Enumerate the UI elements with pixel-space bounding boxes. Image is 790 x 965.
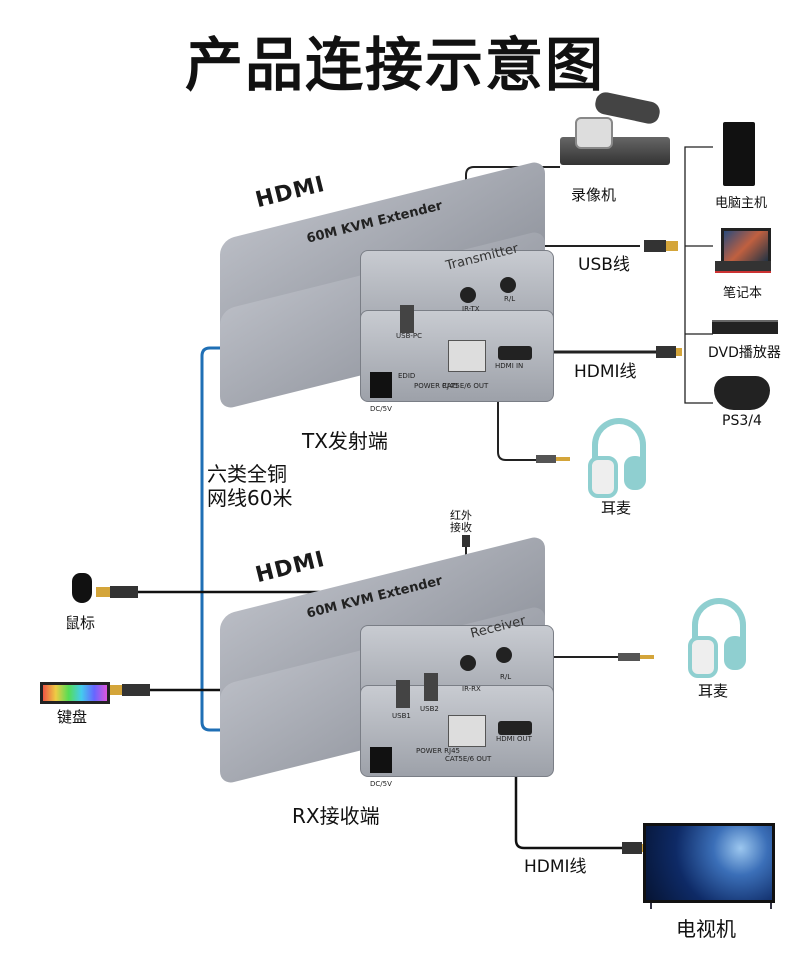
headphone-icon: [586, 418, 652, 498]
power-port: [370, 747, 392, 773]
port-label: HDMI IN: [495, 362, 524, 370]
rx-hdmi-cable-label: HDMI线: [524, 857, 587, 877]
rx-label: RX接收端: [292, 804, 380, 828]
power-port: [370, 372, 392, 398]
hdmi-port: [498, 346, 532, 360]
hdmi-port: [498, 721, 532, 735]
hdmi-out-cable: [514, 770, 640, 850]
tv-icon: [643, 823, 775, 903]
tx-headphone-label: 耳麦: [601, 499, 632, 517]
usb-plug-keyboard: [122, 684, 150, 696]
tx-label: TX发射端: [302, 429, 388, 453]
page-title: 产品连接示意图: [184, 31, 605, 99]
port-label: IR-TX: [462, 305, 480, 313]
ir-receiver-label-line1: 红外: [450, 509, 472, 522]
hdmi-logo: HDMI: [253, 546, 328, 589]
dvr-camera-image: [560, 90, 670, 177]
network-cable: [200, 346, 432, 732]
port-label: USB-PC: [396, 332, 423, 340]
port-label: USB1: [392, 712, 411, 720]
usb-port: [396, 680, 410, 708]
ir-receiver-label: 红外 接收: [450, 510, 472, 534]
port-label: POWER RJ45: [414, 382, 458, 390]
hdmi-logo: HDMI: [253, 171, 328, 214]
keyboard-label: 键盘: [57, 708, 88, 726]
port-label: CAT5E/6 OUT: [445, 755, 492, 763]
usb-plug-mouse: [110, 586, 138, 598]
dvr-cable: [465, 166, 560, 250]
dvd-label: DVD播放器: [708, 345, 781, 361]
port-label: POWER RJ45: [416, 747, 460, 755]
network-cable-label: 六类全铜 网线60米: [207, 462, 292, 510]
port-label: CAT5E/6 OUT: [442, 382, 489, 390]
port-label: DC/5V: [370, 405, 392, 413]
pc-label: 电脑主机: [715, 196, 768, 211]
tv-stand-icon: [650, 903, 772, 909]
keyboard-icon: [40, 682, 110, 704]
usb-port: [424, 673, 438, 701]
mouse-icon: [72, 573, 92, 603]
headphone-icon: [686, 598, 752, 678]
dvd-player-icon: [712, 320, 778, 334]
usb-cable-label: USB线: [578, 255, 630, 275]
hdmi-cable-label: HDMI线: [574, 362, 637, 382]
rj45-port: [448, 715, 486, 747]
dvr-label: 录像机: [571, 186, 617, 204]
audio-jack: [460, 287, 476, 303]
source-bracket: [684, 146, 713, 404]
ps-label: PS3/4: [722, 413, 762, 429]
port-label: EDID: [398, 372, 416, 380]
ir-receiver-label-line2: 接收: [450, 521, 472, 534]
port-label: IR-RX: [462, 685, 481, 693]
audio-jack: [496, 647, 512, 663]
audio-jack: [460, 655, 476, 671]
laptop-label: 笔记本: [723, 286, 763, 301]
rx-headphone-label: 耳麦: [698, 682, 729, 700]
tv-label: 电视机: [676, 917, 736, 941]
network-cable-label-line1: 六类全铜: [207, 462, 287, 486]
audio-jack: [500, 277, 516, 293]
network-cable-label-line2: 网线60米: [207, 486, 293, 510]
port-label: DC/5V: [370, 780, 392, 788]
port-label: HDMI OUT: [496, 735, 532, 743]
transmitter-device: HDMI 60M KVM Extender Transmitter USB-PC…: [220, 150, 555, 415]
port-label: R/L: [504, 295, 516, 303]
hdmi-plug-tv: [622, 842, 642, 854]
laptop-icon: [715, 228, 771, 276]
usb-port: [400, 305, 414, 333]
mouse-label: 鼠标: [65, 614, 96, 632]
tx-audio-cable: [497, 300, 540, 461]
port-label: R/L: [500, 673, 512, 681]
usb-plug-pc: [644, 240, 666, 252]
pc-tower-icon: [723, 122, 755, 186]
receiver-device: HDMI 60M KVM Extender Receiver USB1 USB2…: [220, 525, 555, 790]
hdmi-plug-source: [656, 346, 676, 358]
rj45-port: [448, 340, 486, 372]
gamepad-icon: [714, 376, 770, 410]
port-label: USB2: [420, 705, 439, 713]
